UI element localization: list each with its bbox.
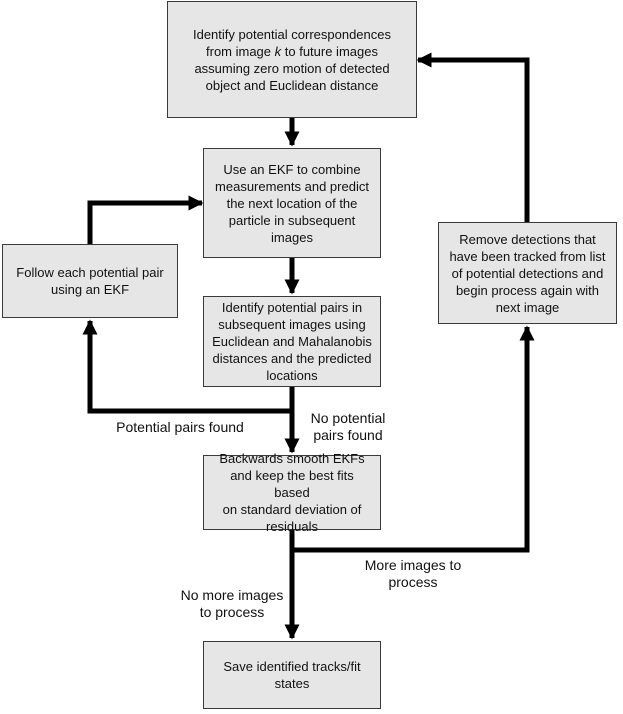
box-identify-pairs-text: Identify potential pairs in subsequent i…	[212, 300, 372, 383]
box-identify-pairs: Identify potential pairs in subsequent i…	[203, 296, 381, 387]
arrow-to-follow-pair	[82, 319, 292, 414]
box-follow-pair-text: Follow each potential pair using an EKF	[16, 265, 164, 297]
label-no-potential-pairs-found: No potential pairs found	[310, 410, 386, 443]
box-follow-pair: Follow each potential pair using an EKF	[2, 244, 178, 318]
box-backwards-smooth-text: Backwards smooth EKFs and keep the best …	[219, 451, 365, 534]
arrow-remove-to-top	[416, 52, 530, 222]
box-remove-detections: Remove detections that have been tracked…	[438, 222, 617, 324]
arrow-follow-pair-to-ekf	[87, 195, 204, 244]
box-backwards-smooth: Backwards smooth EKFs and keep the best …	[203, 451, 381, 534]
label-potential-pairs-found: Potential pairs found	[116, 419, 244, 435]
box-ekf-combine-text: Use an EKF to combine measurements and p…	[215, 161, 369, 245]
box-ekf-combine: Use an EKF to combine measurements and p…	[203, 148, 381, 258]
box-save-tracks: Save identified tracks/fit states	[203, 641, 381, 709]
label-more-images: More images to process	[364, 557, 462, 590]
label-no-more-images: No more images to process	[180, 587, 284, 620]
box-identify-correspondences-text: Identify potential correspondences from …	[192, 26, 391, 93]
box-identify-correspondences: Identify potential correspondences from …	[167, 1, 417, 118]
arrow-to-remove-detections	[292, 325, 535, 553]
box-remove-detections-text: Remove detections that have been tracked…	[449, 231, 606, 315]
box-save-tracks-text: Save identified tracks/fit states	[223, 659, 361, 691]
